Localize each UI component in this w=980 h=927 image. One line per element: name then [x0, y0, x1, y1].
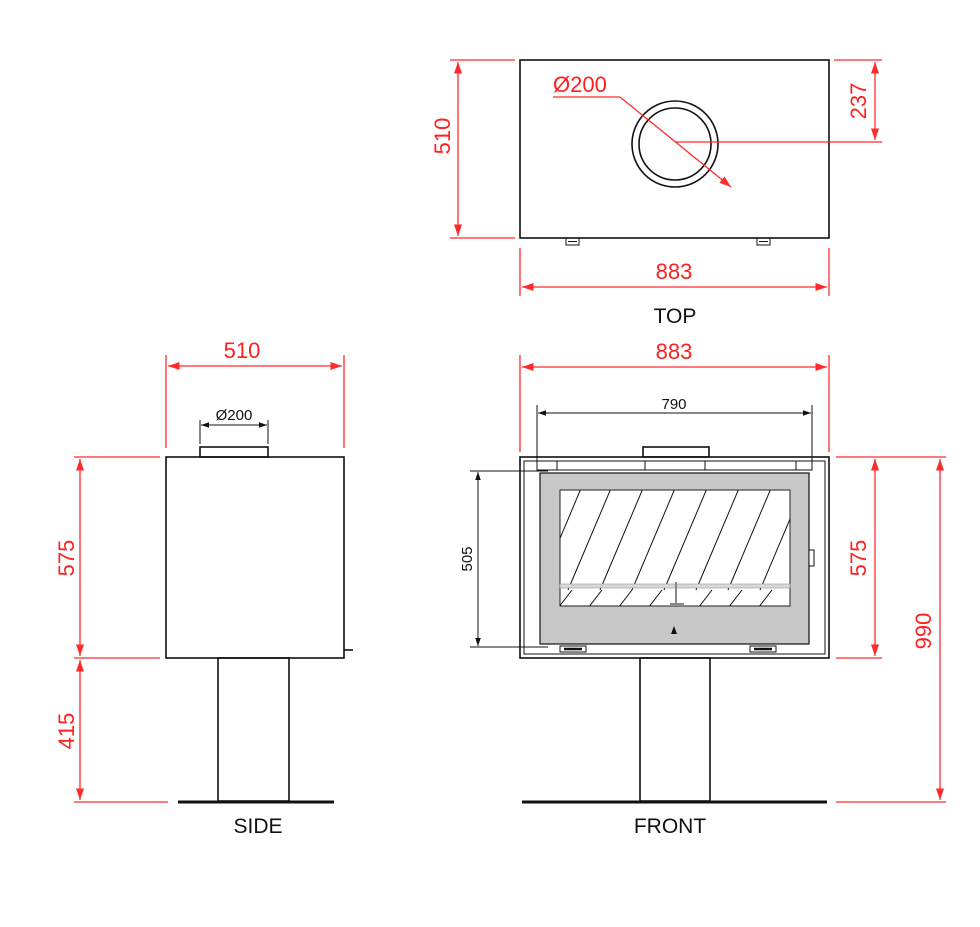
front-logo-icon: [671, 626, 677, 634]
front-foot-right: [749, 645, 777, 653]
front-glass-height-label: 505: [459, 546, 476, 571]
top-flue-diameter-label: Ø200: [553, 72, 607, 97]
top-width-label: 883: [656, 259, 693, 284]
front-body-height-label: 575: [846, 540, 871, 577]
front-flue-collar: [642, 446, 710, 458]
side-depth-label: 510: [224, 338, 261, 363]
side-body-height-label: 575: [54, 540, 79, 577]
front-door-handle: [808, 549, 815, 567]
front-grate-detail: [670, 582, 684, 605]
front-pedestal: [639, 657, 711, 802]
side-flue-diameter-label: Ø200: [216, 407, 253, 424]
front-width-label: 883: [656, 339, 693, 364]
top-body-outline: [519, 59, 830, 239]
top-flue-inner: [638, 107, 712, 181]
front-foot-left: [559, 645, 587, 653]
front-total-height-label: 990: [911, 613, 936, 650]
side-body-outline: [165, 456, 345, 659]
top-flue-outer: [631, 100, 719, 188]
top-view: 883 510 237 Ø200 TOP: [430, 59, 882, 328]
top-flue-diameter-leader: [619, 96, 732, 188]
side-pedestal: [217, 657, 290, 802]
front-view-title: FRONT: [634, 815, 706, 838]
front-top-rail: [536, 460, 813, 471]
top-depth-label: 510: [430, 118, 455, 155]
side-flue-collar: [199, 446, 269, 458]
side-view-title: SIDE: [233, 815, 282, 838]
top-flue-offset-label: 237: [846, 83, 871, 120]
front-glass-width-label: 790: [661, 396, 686, 413]
top-view-title: TOP: [654, 305, 697, 328]
front-glass-hatch: [560, 490, 790, 606]
side-view: 510 Ø200 575 415 SIDE: [54, 338, 353, 838]
top-foot-right: [756, 237, 771, 246]
top-foot-left: [565, 237, 580, 246]
front-view: 883 790 505 575 990 FRONT: [459, 339, 946, 838]
side-pedestal-height-label: 415: [54, 713, 79, 750]
